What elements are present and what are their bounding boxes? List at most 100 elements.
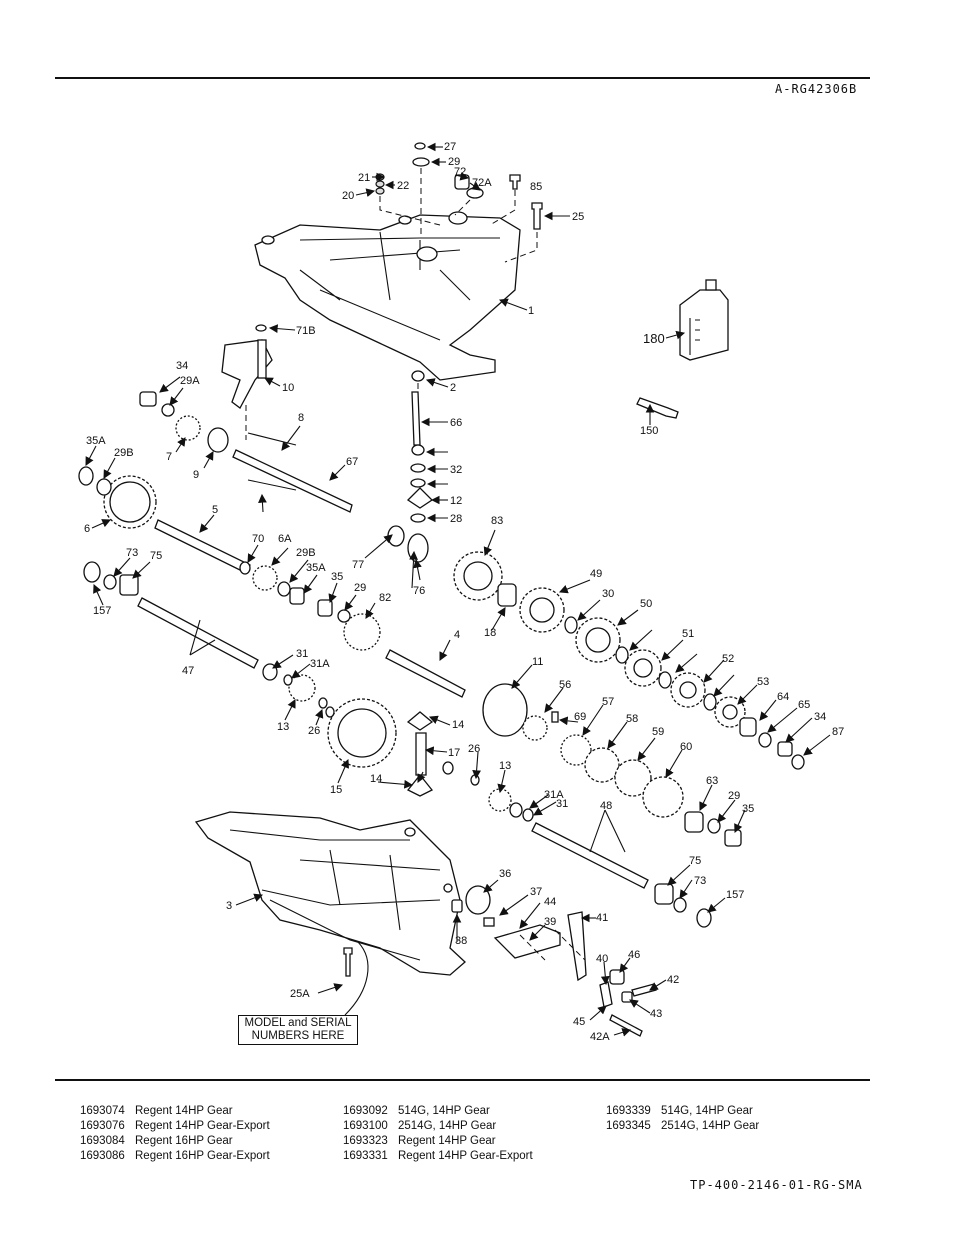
callout: 83 xyxy=(491,515,503,527)
callout: 40 xyxy=(596,953,608,965)
callout: 51 xyxy=(682,628,694,640)
part-desc: 514G, 14HP Gear xyxy=(661,1105,753,1117)
part-desc: Regent 14HP Gear xyxy=(135,1105,233,1117)
callout: 34 xyxy=(814,711,826,723)
callout: 31 xyxy=(556,798,568,810)
sealant-tube-part xyxy=(636,397,679,419)
callout: 28 xyxy=(450,513,462,525)
callout: 63 xyxy=(706,775,718,787)
callout: 7 xyxy=(166,451,172,463)
callout: 72A xyxy=(472,177,492,189)
callout: 53 xyxy=(757,676,769,688)
callout: 157 xyxy=(726,889,744,901)
callout: 26 xyxy=(308,725,320,737)
callout: 3 xyxy=(226,900,232,912)
callout: 35A xyxy=(86,435,106,447)
callout: 42A xyxy=(590,1031,610,1043)
callout: 60 xyxy=(680,741,692,753)
callout: 72 xyxy=(454,166,466,178)
serial-pointer xyxy=(344,941,369,1016)
callout: 9 xyxy=(193,469,199,481)
part-number: 1693339 xyxy=(606,1105,651,1117)
part-number: 1693092 xyxy=(343,1105,388,1117)
callout: 5 xyxy=(212,504,218,516)
part-desc: 2514G, 14HP Gear xyxy=(661,1120,760,1132)
callout: 180 xyxy=(643,331,665,346)
callout: 10 xyxy=(282,382,294,394)
bottom-rule xyxy=(55,1079,870,1081)
part-desc: Regent 14HP Gear-Export xyxy=(135,1120,270,1132)
shift-fork-part xyxy=(221,324,273,409)
part-desc: Regent 16HP Gear xyxy=(135,1135,233,1147)
legend-row: 1693339 514G, 14HP Gear xyxy=(606,1105,759,1120)
callout: 66 xyxy=(450,417,462,429)
part-number: 1693331 xyxy=(343,1150,388,1162)
callout: 29 xyxy=(354,582,366,594)
callout: 150 xyxy=(640,425,658,437)
exploded-parts-diagram: 27 29 21 22 72 72A 85 20 25 1 71B 180 34… xyxy=(78,141,844,1043)
callout: 39 xyxy=(544,916,556,928)
callout: 69 xyxy=(574,711,586,723)
callout: 44 xyxy=(544,896,556,908)
callout: 82 xyxy=(379,592,391,604)
callout: 75 xyxy=(689,855,701,867)
callout: 11 xyxy=(532,656,543,668)
callout: 14 xyxy=(452,719,464,731)
gears xyxy=(103,415,746,818)
callout: 25A xyxy=(290,988,310,1000)
callout: 29B xyxy=(296,547,316,559)
callout: 4 xyxy=(454,629,460,641)
legend-row: 1693323 Regent 14HP Gear xyxy=(343,1135,533,1150)
callout: 35 xyxy=(742,803,754,815)
callout: 29 xyxy=(728,790,740,802)
brake-parts xyxy=(343,885,657,1037)
figure-code: A-RG42306B xyxy=(775,82,858,96)
callout: 73 xyxy=(126,547,138,559)
callout: 157 xyxy=(93,605,111,617)
callout: 56 xyxy=(559,679,571,691)
callout: 38 xyxy=(455,935,467,947)
callout: 20 xyxy=(342,190,354,202)
callout: 64 xyxy=(777,691,789,703)
callout: 17 xyxy=(448,747,460,759)
callout: 8 xyxy=(298,412,304,424)
callout: 57 xyxy=(602,696,614,708)
callout: 25 xyxy=(572,211,584,223)
callout: 70 xyxy=(252,533,264,545)
callout: 43 xyxy=(650,1008,662,1020)
callout: 30 xyxy=(602,588,614,600)
callout: 42 xyxy=(667,974,679,986)
callout: 67 xyxy=(346,456,358,468)
callout: 46 xyxy=(628,949,640,961)
part-number: 1693084 xyxy=(80,1135,125,1147)
callout: 1 xyxy=(528,305,534,317)
upper-housing-part xyxy=(254,211,521,381)
callout: 15 xyxy=(330,784,342,796)
callout: 50 xyxy=(640,598,652,610)
callout: 29B xyxy=(114,447,134,459)
part-number: 1693086 xyxy=(80,1150,125,1162)
callout: 34 xyxy=(176,360,188,372)
part-desc: Regent 16HP Gear-Export xyxy=(135,1150,270,1162)
callout: 6A xyxy=(278,533,292,545)
callout: 14 xyxy=(370,773,382,785)
leader-lines xyxy=(85,142,831,1037)
callout: 77 xyxy=(352,559,364,571)
callout: 59 xyxy=(652,726,664,738)
callout: 2 xyxy=(450,382,456,394)
callout: 35 xyxy=(331,571,343,583)
callout: 58 xyxy=(626,713,638,725)
callout: 35A xyxy=(306,562,326,574)
part-desc: 514G, 14HP Gear xyxy=(398,1105,490,1117)
callout: 12 xyxy=(450,495,462,507)
part-number: 1693323 xyxy=(343,1135,388,1147)
doc-code: TP-400-2146-01-RG-SMA xyxy=(690,1178,863,1192)
callout: 52 xyxy=(722,653,734,665)
part-desc: Regent 14HP Gear xyxy=(398,1135,496,1147)
callout: 22 xyxy=(397,180,409,192)
